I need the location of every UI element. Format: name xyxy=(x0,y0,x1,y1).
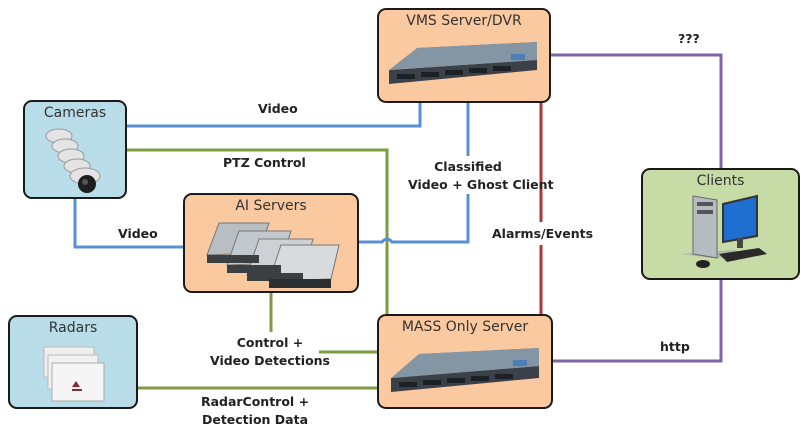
label-http: http xyxy=(660,339,690,354)
label-video-cameras-ai: Video xyxy=(118,226,158,241)
label-video-cameras-vms: Video xyxy=(258,101,298,116)
label-ptz-control: PTZ Control xyxy=(223,155,306,170)
edge-mass-clients-http xyxy=(552,278,723,363)
label-control-video-detections: Control + Video Detections xyxy=(205,334,335,370)
radars-node[interactable]: Radars xyxy=(8,315,138,409)
vms-server-title: VMS Server/DVR xyxy=(406,13,522,29)
mass-server-node[interactable]: MASS Only Server xyxy=(377,314,553,409)
rack-server-icon xyxy=(391,348,539,392)
radars-title: Radars xyxy=(48,320,98,336)
label-line: Classified xyxy=(434,159,502,174)
rack-server-icon xyxy=(389,42,537,84)
vms-server-node[interactable]: VMS Server/DVR xyxy=(377,8,551,103)
edge-ai-vms-classified xyxy=(357,101,470,244)
cameras-node[interactable]: Cameras xyxy=(23,100,127,199)
radar-panels-icon xyxy=(43,346,105,402)
label-line: Detection Data xyxy=(201,412,309,427)
label-line: Control + xyxy=(236,335,304,350)
cameras-title: Cameras xyxy=(43,105,107,121)
edge-cameras-mass-ptz xyxy=(126,148,389,315)
clients-title: Clients xyxy=(696,173,745,189)
dome-cameras-icon xyxy=(45,128,101,193)
edge-vms-clients xyxy=(549,53,723,169)
edge-cameras-vms-video xyxy=(126,101,422,128)
label-unknown-protocol: ??? xyxy=(678,31,700,46)
server-stack-icon xyxy=(206,222,340,288)
label-line: RadarControl + xyxy=(200,394,310,409)
label-classified-video: Classified Video + Ghost Client xyxy=(408,158,554,194)
label-alarms-events: Alarms/Events xyxy=(492,226,594,241)
edge-cameras-ai-video xyxy=(73,197,184,249)
ai-servers-title: AI Servers xyxy=(235,198,307,214)
desktop-computer-icon xyxy=(681,194,767,268)
mass-server-title: MASS Only Server xyxy=(401,319,529,335)
clients-node[interactable]: Clients xyxy=(641,168,800,280)
edge-ai-mass-control xyxy=(269,291,378,354)
ai-servers-node[interactable]: AI Servers xyxy=(183,193,359,293)
label-line: Video + Ghost Client xyxy=(408,177,554,192)
label-radar-control-detection: RadarControl + Detection Data xyxy=(195,393,315,429)
label-line: Video Detections xyxy=(209,353,330,368)
